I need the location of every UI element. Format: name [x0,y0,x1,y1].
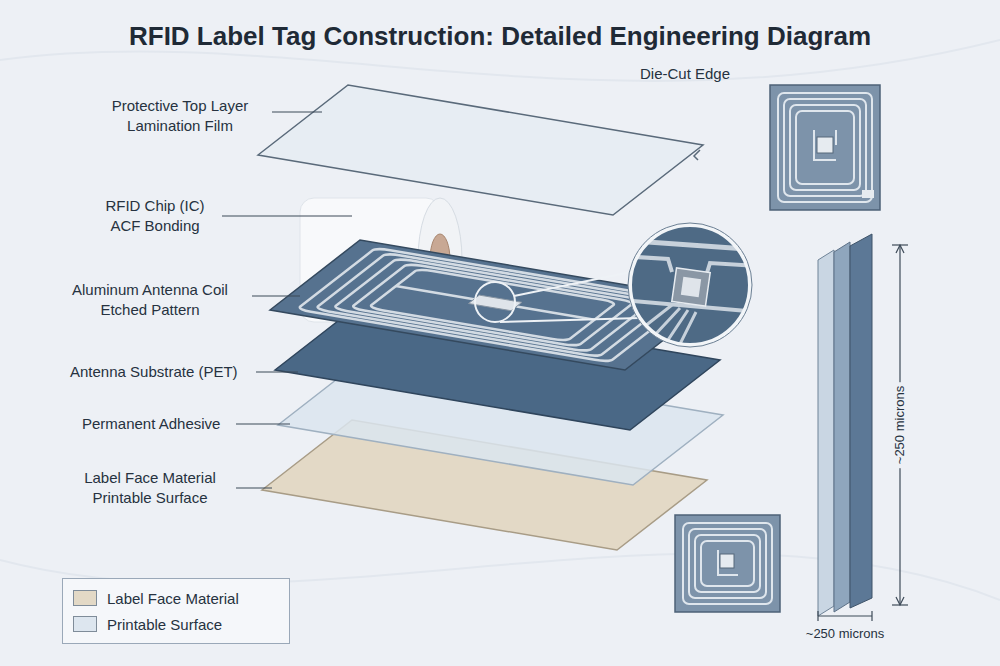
legend-text: Label Face Material [107,590,239,607]
leader-line [236,487,272,488]
antenna-coil [350,263,635,346]
antenna-coil [297,248,689,362]
dimension-tick [871,611,872,621]
antenna-coil [683,523,772,604]
diagram-title: RFID Label Tag Construction: Detailed En… [0,20,1000,52]
magnified-trace [620,256,672,272]
lamination-film-layer [258,85,703,215]
antenna-coil [368,269,617,342]
magnify-link [500,318,640,322]
layer-label: Label Face Material Printable Surface [65,468,235,508]
leader-line [252,295,300,296]
legend-text: Printable Surface [107,616,222,633]
legend-swatch [73,590,97,606]
dimension-label: ~250 microns [891,382,909,468]
side-view-slab [834,242,850,612]
chip-die [681,277,701,297]
die-cut-notch [694,150,700,160]
dimension-arrow [896,597,904,605]
antenna-coil [778,93,872,202]
antenna-coil [701,541,754,586]
antenna-coil [689,529,766,598]
die-cut-tab [862,190,874,198]
rfid-chip [720,554,734,568]
antenna-feed [814,130,836,160]
magnify-spot [475,282,515,322]
antenna-coil [790,105,860,190]
legend-box: Label Face MaterialPrintable Surface [62,578,290,644]
side-view-slab [850,234,872,608]
legend-row: Label Face Material [73,585,279,611]
dimension-label: ~250 microns [802,625,888,643]
magnify-link [514,272,631,296]
dimension-tick [817,611,818,621]
magnifier-ring [630,225,750,345]
magnified-trace [706,263,760,276]
antenna-coil [315,253,671,357]
rfid-chip [817,137,833,153]
antenna-coil [796,111,854,184]
layer-label: Aluminum Antenna Coil Etched Pattern [55,280,245,320]
legend-row: Printable Surface [73,611,279,637]
layer-label: Protective Top Layer Lamination Film [85,96,275,136]
die-cut-tag [770,85,880,210]
antenna-feed [718,550,738,575]
side-view-slab [818,250,834,616]
rfid-tag-small [675,515,780,612]
leader-line [272,111,322,112]
antenna-feed [396,286,595,320]
layer-label: RFID Chip (IC) ACF Bonding [95,196,215,236]
dimension-line [818,615,872,616]
antenna-coil [784,99,866,196]
leader-line [256,371,298,372]
antenna-coil [332,258,652,352]
magnifier-ring [628,223,752,347]
layer-label: Antenna Substrate (PET) [70,362,270,382]
view-label: Die-Cut Edge [640,64,760,84]
leader-line [222,215,352,216]
leader-line [236,423,290,424]
magnified-chip [672,268,710,306]
layer-label: Permanent Adhesive [82,414,252,434]
magnified-antenna [620,215,760,355]
legend-swatch [73,616,97,632]
dimension-arrow [896,245,904,253]
antenna-coil [695,535,760,592]
